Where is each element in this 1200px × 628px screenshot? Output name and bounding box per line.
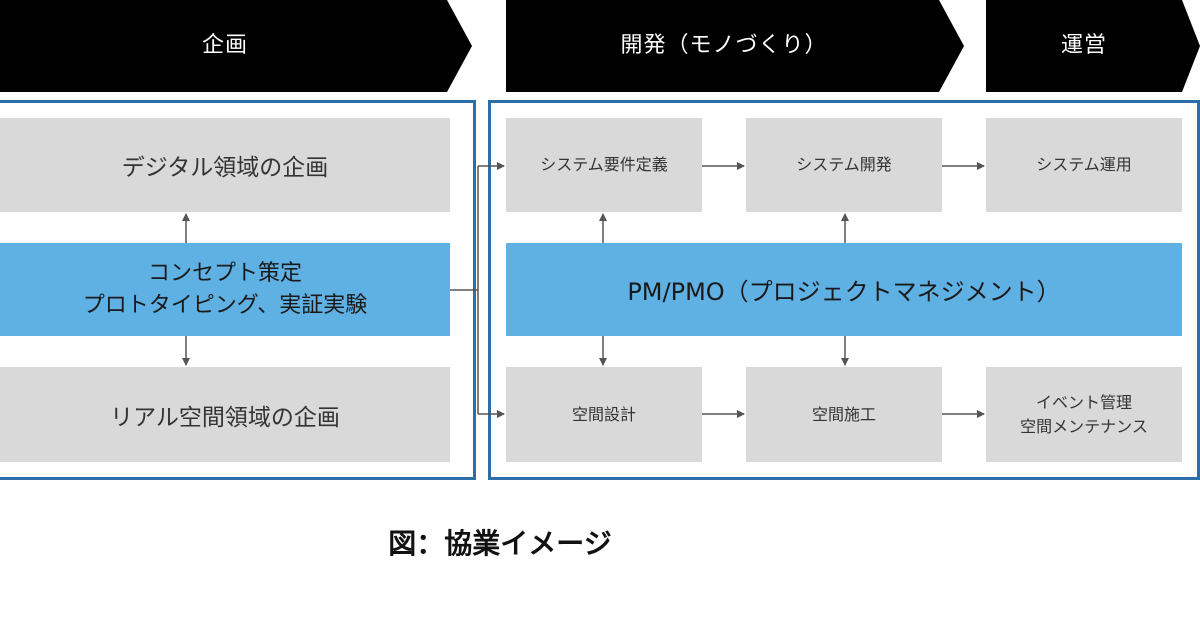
pm-pmo-label: PM/PMO（プロジェクトマネジメント） xyxy=(627,278,1061,306)
development-operation-frame xyxy=(488,100,1200,480)
real-space-planning-box: リアル空間領域の企画 xyxy=(0,367,450,462)
concept-prototyping-band: コンセプト策定 プロトタイピング、実証実験 xyxy=(0,243,450,336)
phase-develop-arrow-shape xyxy=(506,0,964,92)
phase-develop: 開発（モノづくり） xyxy=(506,0,964,92)
phase-operate-arrow-shape xyxy=(986,0,1200,92)
pm-pmo-band: PM/PMO（プロジェクトマネジメント） xyxy=(506,243,1182,336)
system-development-box: システム開発 xyxy=(746,118,942,212)
event-line-2: 空間メンテナンス xyxy=(1020,416,1148,436)
phase-operate-label: 運営 xyxy=(1060,33,1107,58)
space-construction-box: 空間施工 xyxy=(746,367,942,462)
phase-plan: 企画 xyxy=(0,0,472,92)
phase-plan-label: 企画 xyxy=(201,33,248,58)
phase-plan-arrow-shape xyxy=(0,0,472,92)
figure-caption: 図：協業イメージ xyxy=(388,527,612,560)
concept-line-1: コンセプト策定 xyxy=(147,260,302,286)
digital-planning-box: デジタル領域の企画 xyxy=(0,118,450,212)
event-line-1: イベント管理 xyxy=(1035,392,1132,412)
concept-line-2: プロトタイピング、実証実験 xyxy=(82,292,368,318)
phase-operate: 運営 xyxy=(986,0,1200,92)
space-design-box: 空間設計 xyxy=(506,367,702,462)
system-operation-box: システム運用 xyxy=(986,118,1182,212)
phase-develop-label: 開発（モノづくり） xyxy=(620,33,828,58)
event-maintenance-box: イベント管理 空間メンテナンス xyxy=(986,367,1182,462)
system-requirements-box: システム要件定義 xyxy=(506,118,702,212)
